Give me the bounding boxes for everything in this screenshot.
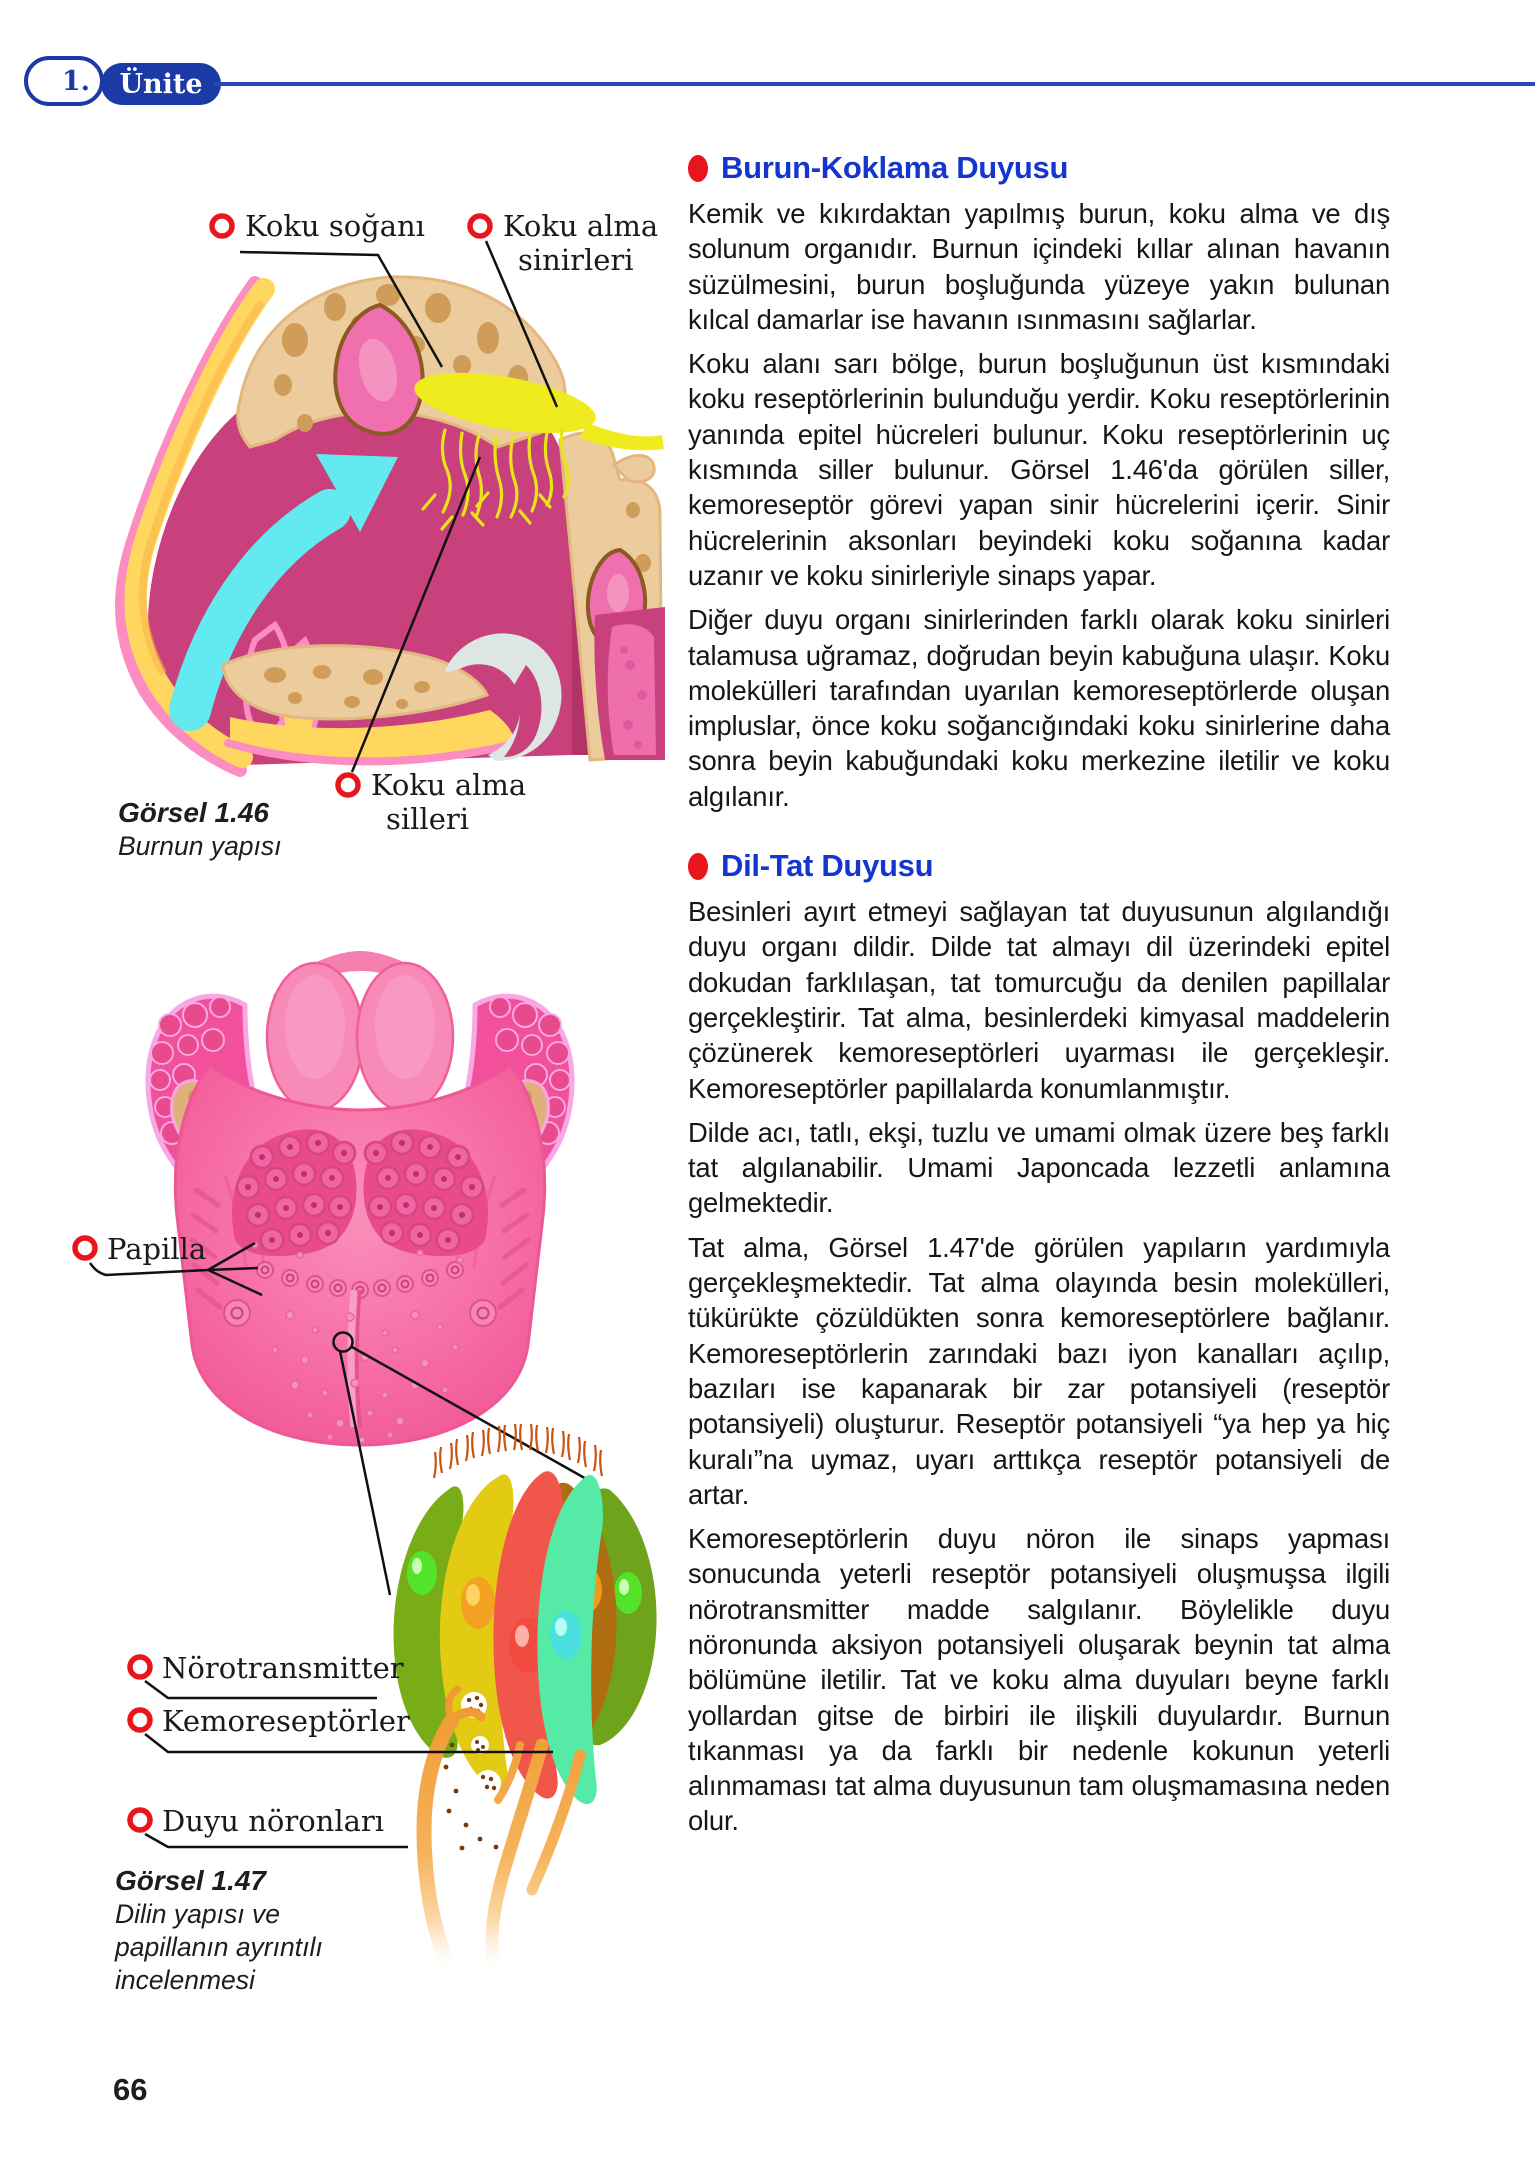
label-marker-icon: [127, 1807, 153, 1833]
label-koku-sogani: Koku soğanı: [245, 209, 425, 243]
tongue-figure: Papilla Nörotransmitter Kemoreseptörler …: [72, 951, 657, 1970]
section-heading: Burun-Koklama Duyusu: [688, 150, 1390, 186]
taste-cilia: [432, 1423, 604, 1479]
paragraph: Diğer duyu organı sinirlerinden farklı o…: [688, 604, 1390, 812]
red-bullet-icon: [688, 154, 708, 182]
tongue-caption: Görsel 1.47 Dilin yapısı ve papillanın a…: [115, 1864, 323, 1997]
vallate-row: [223, 1261, 497, 1327]
nose-pointer-lines: [239, 240, 559, 773]
epiglottis: [265, 951, 455, 1113]
tongue-caption-title: Görsel 1.47: [115, 1865, 266, 1896]
label-marker-icon: [467, 213, 493, 239]
text-column: Burun-Koklama Duyusu Kemik ve kıkırdakta…: [688, 150, 1390, 1848]
foliate-ridges: [189, 1187, 531, 1310]
sensory-neurons: [416, 1685, 586, 1970]
papillae-mounds: [232, 1129, 488, 1257]
olfactory-fibers: [421, 427, 570, 531]
label-papilla: Papilla: [107, 1232, 206, 1266]
section-title: Dil-Tat Duyusu: [721, 848, 934, 884]
section-heading: Dil-Tat Duyusu: [688, 848, 1390, 884]
paragraph: Tat alma, Görsel 1.47'de görülen yapılar…: [688, 1231, 1390, 1510]
paragraph: Kemik ve kıkırdaktan yapılmış burun, kok…: [688, 198, 1390, 335]
paragraph: Koku alanı sarı bölge, burun boşluğunun …: [688, 348, 1390, 591]
paragraph: Dilde acı, tatlı, ekşi, tuzlu ve umami o…: [688, 1116, 1390, 1219]
tongue-caption-line: incelenmesi: [115, 1965, 255, 1995]
label-marker-icon: [209, 213, 235, 239]
nose-caption-title: Görsel 1.46: [118, 797, 269, 828]
unit-number: 1.: [61, 65, 90, 97]
label-koku-alma-sinirleri-1: Koku alma: [503, 209, 658, 243]
tongue-caption-line: Dilin yapısı ve: [115, 1899, 280, 1929]
label-marker-icon: [127, 1654, 153, 1680]
paragraph: Besinleri ayırt etmeyi sağlayan tat duyu…: [688, 896, 1390, 1104]
taste-bud: [393, 1423, 657, 1970]
unit-pill: Ünite: [101, 63, 221, 105]
label-marker-icon: [127, 1707, 153, 1733]
label-kemoreseptorler: Kemoreseptörler: [162, 1704, 410, 1738]
red-bullet-icon: [688, 852, 708, 880]
paragraph: Kemoreseptörlerin duyu nöron ile sinaps …: [688, 1523, 1390, 1837]
label-duyu-noronlari: Duyu nöronları: [162, 1804, 384, 1838]
tongue-caption-line: papillanın ayrıntılı: [115, 1932, 323, 1962]
nose-figure: Koku soğanı Koku alma sinirleri Koku alm…: [115, 209, 665, 836]
section-dil-tat: Dil-Tat Duyusu Besinleri ayırt etmeyi sa…: [688, 848, 1390, 1839]
unit-number-badge: 1.: [24, 56, 104, 106]
nose-caption-subtitle: Burnun yapısı: [118, 831, 282, 861]
palate-bone: [221, 620, 522, 766]
tongue-body: [173, 1062, 547, 1447]
unit-label: Ünite: [119, 68, 203, 100]
label-koku-alma-silleri-2: silleri: [386, 802, 469, 836]
zoom-circle-marker: [332, 1331, 354, 1353]
section-burun-koklama: Burun-Koklama Duyusu Kemik ve kıkırdakta…: [688, 150, 1390, 814]
section-title: Burun-Koklama Duyusu: [721, 150, 1069, 185]
label-koku-alma-silleri-1: Koku alma: [371, 768, 526, 802]
tongue-labels: Papilla Nörotransmitter Kemoreseptörler …: [72, 1232, 410, 1838]
label-marker-icon: [335, 772, 361, 798]
label-koku-alma-sinirleri-2: sinirleri: [518, 243, 634, 277]
page-number: 66: [113, 2072, 148, 2107]
nose-labels: Koku soğanı Koku alma sinirleri Koku alm…: [209, 209, 658, 836]
pharynx-tissue: [445, 607, 665, 761]
tongue-pointer-lines: [88, 1241, 553, 1849]
olfactory-bulb: [414, 372, 664, 531]
label-norotransmitter: Nörotransmitter: [162, 1651, 404, 1685]
zoom-lines: [338, 1345, 598, 1596]
airflow-arrow: [169, 454, 398, 731]
header-rule: [214, 82, 1535, 86]
label-marker-icon: [72, 1235, 98, 1261]
nose-caption: Görsel 1.46 Burnun yapısı: [118, 796, 282, 863]
fungiform-dots: [251, 1241, 464, 1444]
